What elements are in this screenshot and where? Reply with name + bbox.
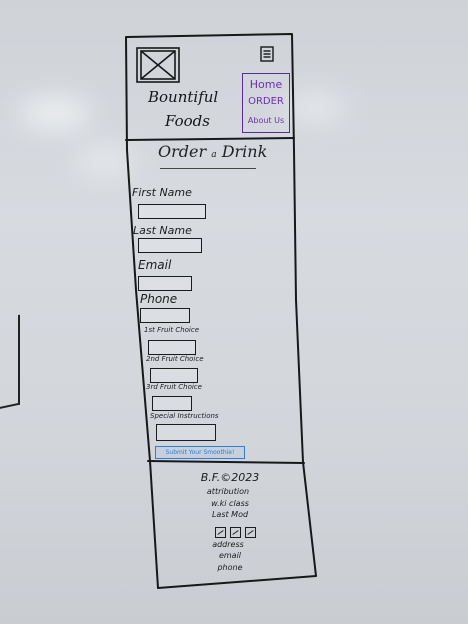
logo-image-placeholder-icon[interactable] <box>136 47 180 83</box>
footer-address: address <box>212 540 244 549</box>
fruit-choice-1-label: 1st Fruit Choice <box>144 326 200 334</box>
last-name-label: Last Name <box>133 224 192 237</box>
last-name-input[interactable] <box>138 238 202 253</box>
brand-name-line1: Bountiful <box>148 88 219 106</box>
title-underline <box>160 168 256 169</box>
social-icon[interactable] <box>245 527 256 538</box>
special-instructions-input[interactable] <box>156 424 216 441</box>
nav-link-order[interactable]: ORDER <box>248 96 284 107</box>
special-instructions-label: Special Instructions <box>150 412 219 420</box>
hamburger-menu-icon[interactable] <box>260 46 274 62</box>
main-nav: Home ORDER About Us <box>242 73 290 133</box>
submit-smoothie-button[interactable]: Submit Your Smoothie! <box>155 446 245 459</box>
first-name-input[interactable] <box>138 204 206 219</box>
nav-link-about-us[interactable]: About Us <box>247 116 285 125</box>
email-label: Email <box>138 258 172 272</box>
footer-last-mod: Last Mod <box>211 510 249 519</box>
order-title: Order a Drink <box>158 142 267 161</box>
fruit-choice-2-input[interactable] <box>150 368 198 383</box>
social-icon[interactable] <box>215 527 226 538</box>
fruit-choice-2-label: 2nd Fruit Choice <box>146 355 204 363</box>
order-title-main: Order <box>158 142 207 161</box>
fruit-choice-3-label: 3rd Fruit Choice <box>146 383 202 391</box>
phone-label: Phone <box>140 292 178 306</box>
footer-attribution[interactable]: attribution <box>206 487 250 496</box>
footer-wiki-class[interactable]: w.ki class <box>211 499 249 508</box>
fruit-choice-1-input[interactable] <box>148 340 196 355</box>
fruit-choice-3-input[interactable] <box>152 396 192 411</box>
phone-input[interactable] <box>140 308 190 323</box>
footer-email[interactable]: email <box>218 551 242 560</box>
footer-copyright: B.F.©2023 <box>200 471 260 484</box>
order-title-amp: a <box>211 150 217 160</box>
footer-phone[interactable]: phone <box>217 563 243 572</box>
email-input[interactable] <box>138 276 192 291</box>
brand-name-line2: Foods <box>165 112 210 130</box>
social-icon[interactable] <box>230 527 241 538</box>
first-name-label: First Name <box>132 186 192 199</box>
nav-link-home[interactable]: Home <box>249 78 283 91</box>
order-title-end: Drink <box>221 142 268 161</box>
